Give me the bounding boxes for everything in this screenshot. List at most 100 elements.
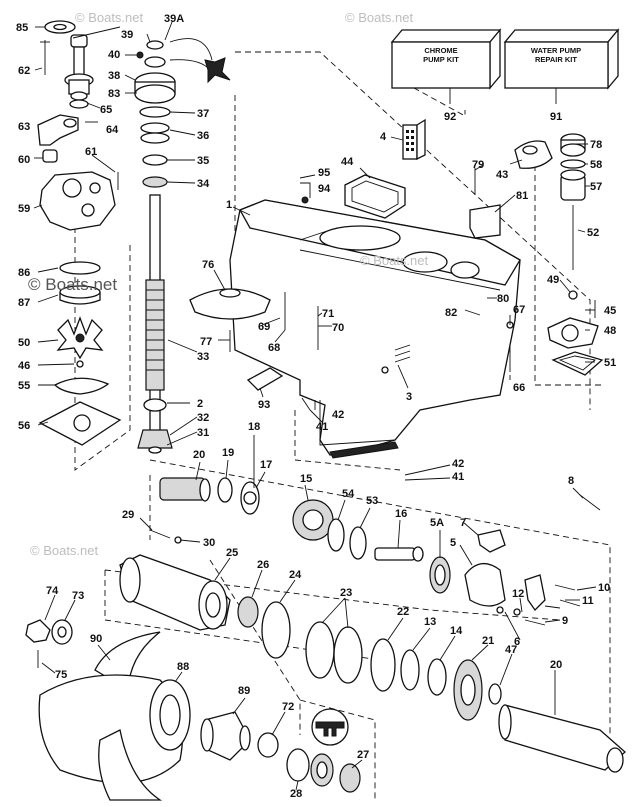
callout: 59 [18,203,30,215]
bearing-carrier-25 [119,554,231,631]
callout: 31 [197,427,209,439]
callout: 74 [46,585,59,597]
callout: 67 [513,304,525,316]
callout: 44 [341,156,354,168]
callout: 65 [100,104,112,116]
callout: 9 [562,615,568,627]
callout: 95 [318,167,330,179]
callout: 34 [197,178,210,190]
bearing-26 [237,596,259,628]
callout: 15 [300,473,312,485]
callout: 79 [472,159,484,171]
seal-clip [204,57,231,84]
callout: 77 [200,336,212,348]
shift-parts [149,529,581,626]
callout: 41 [316,421,328,433]
callout: 45 [604,305,616,317]
callout: 62 [18,65,30,77]
callout: 47 [505,644,517,656]
callout: 93 [258,399,270,411]
callout: 89 [238,685,250,697]
callout: 46 [18,360,30,372]
callout: 82 [445,307,457,319]
washer-72 [257,732,279,758]
callout: 6 [514,636,520,648]
callout: 12 [512,588,524,600]
callout: 20 [193,449,205,461]
callout: 29 [122,509,134,521]
callout: 33 [197,351,209,363]
callout: 13 [424,616,436,628]
leader-lines [33,21,597,791]
callout: 43 [496,169,508,181]
water-tube-assembly [40,20,94,109]
callout: 8 [568,475,574,487]
callout: 42 [452,458,464,470]
watermark-faint: © Boats.net [30,543,99,558]
propeller-90 [38,631,191,801]
callout: 66 [513,382,525,394]
callout: 91 [550,111,562,123]
prop-nut-parts [25,619,73,668]
callout: 39 [121,29,133,41]
callout: 24 [289,569,302,581]
o-ring-24 [261,601,291,659]
callout: 48 [604,325,616,337]
callout: 14 [450,625,463,637]
callout: 78 [590,139,602,151]
seal-detail-circle [311,708,349,746]
callout: 27 [357,749,369,761]
callout: 21 [482,635,494,647]
callout: 54 [342,488,355,500]
callout: 18 [248,421,260,433]
callout: 36 [197,130,209,142]
gasket-44 [344,174,406,219]
callout: 57 [590,181,602,193]
watermark-faint: © Boats.net [360,253,429,268]
callout: 3 [406,391,412,403]
watermark-faint: © Boats.net [75,10,144,25]
callout: 22 [397,606,409,618]
callout: 40 [108,49,120,61]
callout: 7 [460,517,466,529]
callout: 23 [340,587,352,599]
bearings-28-27 [286,748,361,793]
callout: 26 [257,559,269,571]
callout: 53 [366,495,378,507]
impeller-plates [38,261,122,446]
retaining-rings-23 [305,621,363,684]
callout: 51 [604,357,616,369]
callout: 49 [547,274,559,286]
callout: 90 [90,633,102,645]
water-pump-housing-parts [37,114,119,231]
callout: 30 [203,537,215,549]
callout: 16 [395,508,407,520]
callout: 94 [318,183,331,195]
callout: 17 [260,459,272,471]
callout: 73 [72,590,84,602]
callout: 35 [197,155,209,167]
callout: 41 [452,471,464,483]
callout: 5 [450,537,456,549]
callout: 11 [582,595,594,607]
bracket-93 [246,367,284,391]
callout: 37 [197,108,209,120]
callout: 56 [18,420,30,432]
callout: 58 [590,159,602,171]
callout: 76 [202,259,214,271]
callout: 69 [258,321,270,333]
callout: 42 [332,409,344,421]
callout: 32 [197,412,209,424]
right-side-parts [469,133,604,376]
callout: 52 [587,227,599,239]
callout: 50 [18,337,30,349]
callout: 85 [16,22,28,34]
callout: 5A [430,517,444,529]
callout: 86 [18,267,30,279]
callout: 38 [108,70,120,82]
callout: 87 [18,297,30,309]
